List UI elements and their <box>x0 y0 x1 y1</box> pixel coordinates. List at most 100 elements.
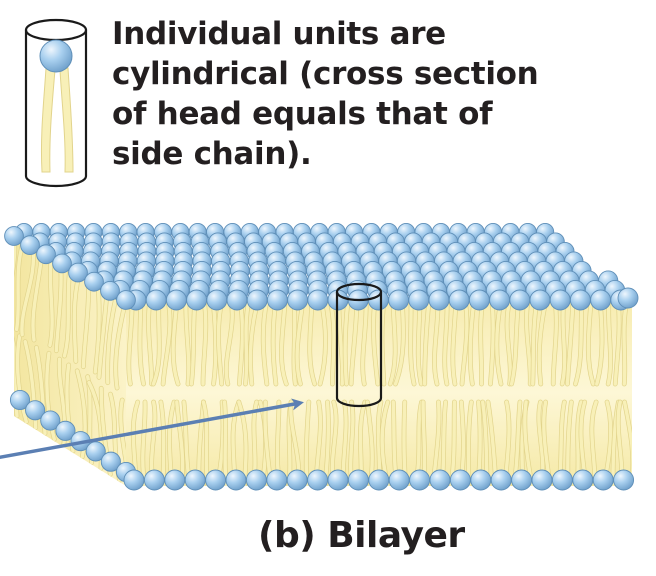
unit-description: Individual units are cylindrical (cross … <box>112 14 632 174</box>
lipid-head <box>165 289 187 311</box>
lipid-head <box>116 290 136 310</box>
lipid-head <box>184 469 206 491</box>
lipid-tail-core <box>48 255 54 348</box>
lipid-head <box>368 469 390 491</box>
lipid-head <box>572 469 594 491</box>
caption-line-2: cylindrical (cross section <box>112 56 539 92</box>
lipid-head <box>388 469 410 491</box>
lipid-head <box>9 389 31 411</box>
lipid-head <box>592 469 614 491</box>
lipid-tail-core <box>15 334 29 424</box>
lipid-tail-core <box>442 300 449 386</box>
caption-line-1: Individual units are <box>112 16 446 52</box>
lipid-tail-core <box>423 300 431 386</box>
lipid-head <box>68 262 88 283</box>
lipid-head <box>408 289 430 311</box>
lipid-head <box>409 469 431 491</box>
lipid-tail-core <box>560 300 567 386</box>
figure-label: (b) Bilayer <box>258 515 465 556</box>
lipid-head <box>164 469 186 491</box>
lipid-tail-core <box>14 236 17 326</box>
caption-line-4: side chain). <box>112 136 312 172</box>
lipid-tail-core <box>184 300 191 386</box>
lipid-head <box>145 289 167 311</box>
lipid-head <box>470 469 492 491</box>
lipid-head <box>449 469 471 491</box>
lipid-tail-core <box>93 282 101 374</box>
bottom-head-layer <box>9 389 635 491</box>
lipid-head <box>590 289 612 311</box>
lipid-head <box>186 289 208 311</box>
lipid-tail-core <box>279 300 289 386</box>
lipid-head <box>84 271 104 292</box>
lipid-head <box>490 469 512 491</box>
lipid-head <box>266 289 288 311</box>
lipid-head <box>20 235 40 255</box>
lipid-tail-core <box>622 400 632 486</box>
lipid-tail-core <box>361 300 368 386</box>
lipid-head <box>246 289 268 311</box>
lipid-head <box>468 289 490 311</box>
lipid-head <box>123 469 145 491</box>
lipid-tail-core <box>146 300 154 386</box>
lipid-head <box>226 289 248 311</box>
lipid-tail-core <box>380 300 386 386</box>
lipid-tail-core <box>62 266 72 358</box>
lipid-head <box>143 469 165 491</box>
lipid-tail-core <box>343 300 350 386</box>
lipid-head <box>569 289 591 311</box>
lipid-head <box>428 289 450 311</box>
lipid-tail-core <box>292 300 298 386</box>
lipid-head <box>205 469 227 491</box>
lipid-tail-core <box>408 300 416 386</box>
lipid-head <box>509 289 531 311</box>
lipid-tail-core <box>505 300 512 386</box>
lipid-head <box>25 400 46 421</box>
lipid-head <box>85 441 106 462</box>
lipid-tail-core <box>20 244 36 337</box>
lipid-head <box>531 469 553 491</box>
cylinder-lipid-icon <box>24 18 88 188</box>
lipid-head <box>55 420 76 441</box>
lipid-head <box>36 244 56 265</box>
lipid-tail-core <box>105 292 119 385</box>
top-head-layer <box>4 222 639 311</box>
lipid-tail-core <box>606 300 613 386</box>
lipid-head <box>40 410 61 431</box>
lipid-tail-core <box>14 239 26 332</box>
lipid-head <box>225 469 247 491</box>
arrow-icon <box>0 398 304 460</box>
lipid-head <box>551 469 573 491</box>
lipid-tail-core <box>586 300 595 386</box>
lipid-head <box>266 469 288 491</box>
lipid-head <box>347 469 369 491</box>
lipid-head <box>613 469 635 491</box>
lipid-tail-core <box>261 300 269 386</box>
lipid-tail-core <box>243 300 251 386</box>
lipid-head <box>549 289 571 311</box>
lipid-head <box>448 289 470 311</box>
lipid-tail-core <box>201 300 208 386</box>
lipid-head <box>429 469 451 491</box>
lipid-tail-core <box>222 400 228 486</box>
bilayer-front-face <box>126 300 632 486</box>
lipid-head <box>529 289 551 311</box>
lipid-tail-core <box>524 300 533 386</box>
caption-line-3: of head equals that of <box>112 96 493 132</box>
lipid-head <box>286 469 308 491</box>
lipid-head <box>287 289 309 311</box>
lipid-tail-core <box>328 300 336 386</box>
lipid-head <box>100 451 121 472</box>
lipid-tail-core <box>565 300 575 386</box>
lipid-tail-core <box>468 300 476 386</box>
lipid-head <box>327 469 349 491</box>
lipid-head <box>617 287 639 309</box>
lipid-tail-core <box>460 300 469 386</box>
lipid-head <box>52 253 72 274</box>
lipid-tail <box>14 236 18 327</box>
lipid-head <box>511 469 533 491</box>
lipid-head <box>4 226 24 246</box>
lipid-head <box>307 469 329 491</box>
